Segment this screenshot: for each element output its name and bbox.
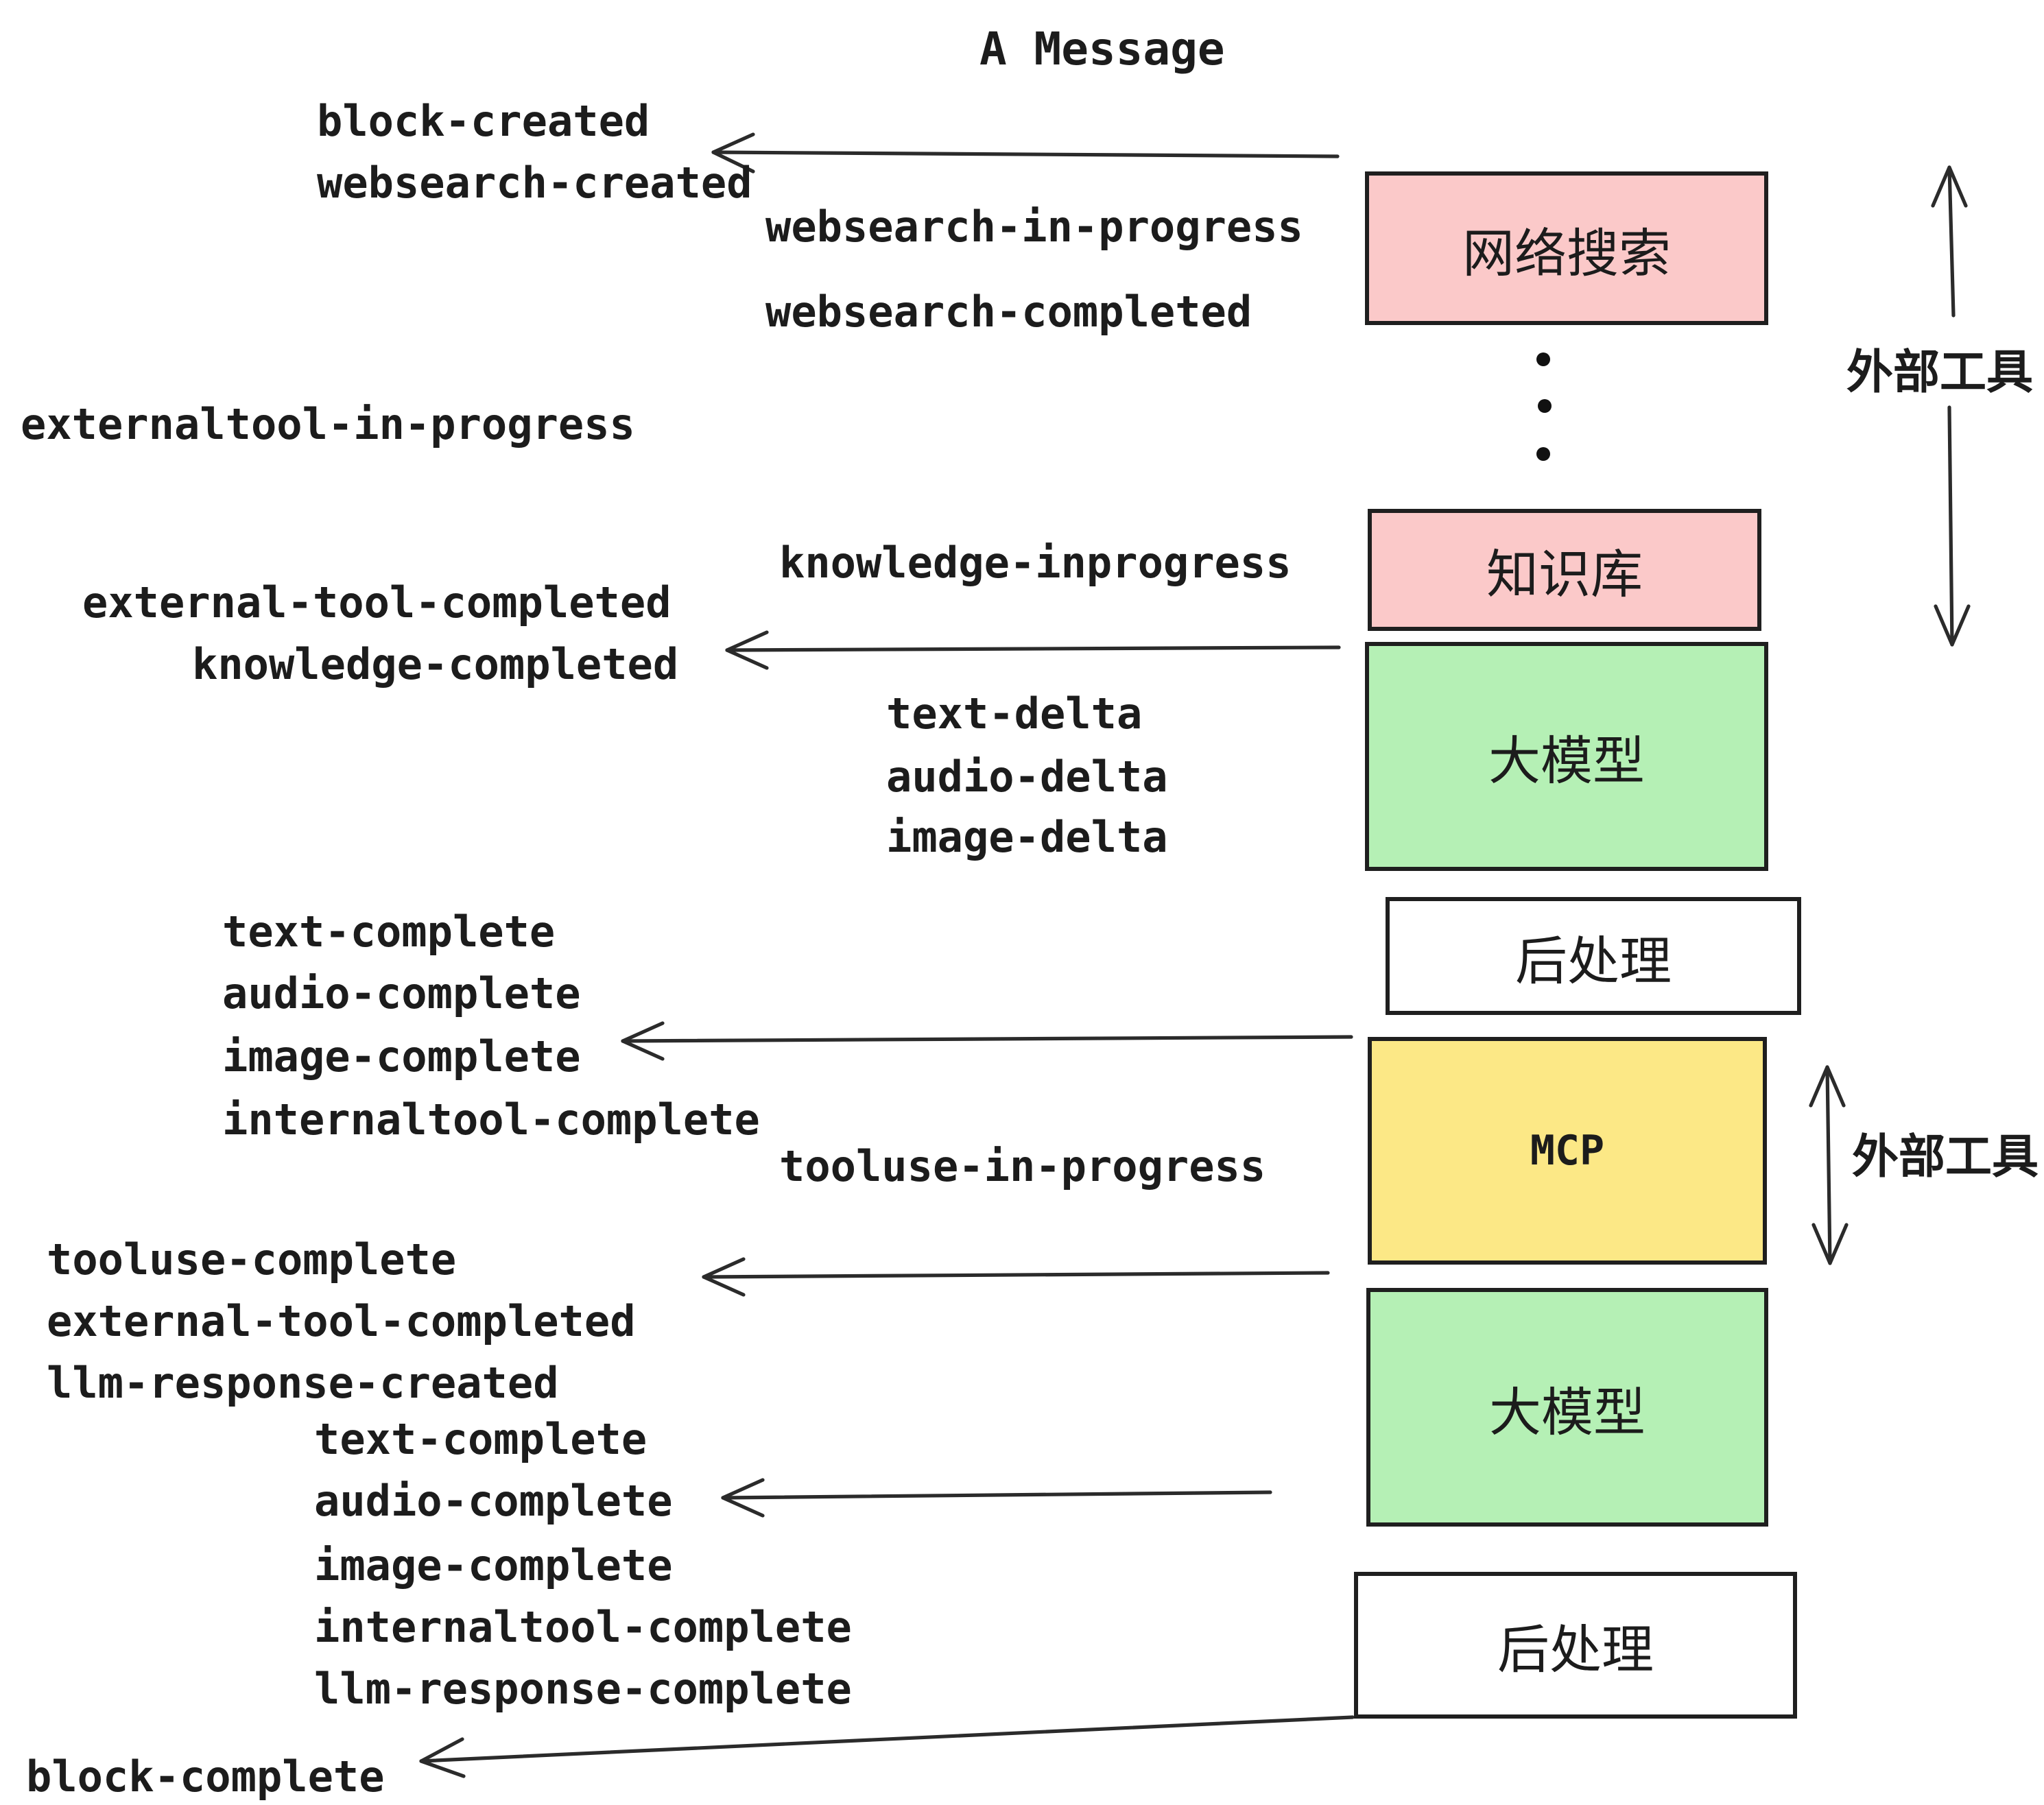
event-knowledge-completed: knowledge-completed xyxy=(192,641,679,690)
box-mcp-label: MCP xyxy=(1530,1127,1605,1175)
event-internaltool-complete-1: internaltool-complete xyxy=(222,1096,760,1145)
arrow-image-complete xyxy=(621,1021,1353,1061)
event-internaltool-complete-2: internaltool-complete xyxy=(314,1603,852,1653)
box-llm-1: 大模型 xyxy=(1365,642,1768,871)
diagram-title: A Message xyxy=(979,22,1225,75)
event-knowledge-inprogress: knowledge-inprogress xyxy=(779,539,1292,588)
box-llm-2-label: 大模型 xyxy=(1488,1382,1645,1442)
event-image-complete-1: image-complete xyxy=(222,1033,581,1082)
arrow-block-complete xyxy=(419,1715,1355,1778)
event-websearch-created: websearch-created xyxy=(317,159,752,208)
ellipsis-dots xyxy=(1536,352,1552,461)
side-label-external-tools-1: 外部工具 xyxy=(1846,346,2033,401)
box-llm-1-label: 大模型 xyxy=(1488,731,1645,791)
box-web-search-label: 网络搜索 xyxy=(1462,223,1671,283)
arrow-knowledge-completed xyxy=(725,630,1341,670)
event-audio-complete-2: audio-complete xyxy=(314,1477,673,1527)
event-externaltool-in-progress: externaltool-in-progress xyxy=(21,401,635,450)
event-external-tool-completed-2: external-tool-completed xyxy=(47,1298,636,1347)
event-text-delta-1: text-delta xyxy=(886,690,1143,739)
box-post-processing-1: 后处理 xyxy=(1386,897,1801,1015)
event-tooluse-complete: tooluse-complete xyxy=(47,1236,457,1285)
box-post-processing-2: 后处理 xyxy=(1354,1572,1797,1719)
box-mcp: MCP xyxy=(1368,1037,1767,1265)
event-tooluse-in-progress: tooluse-in-progress xyxy=(779,1143,1266,1192)
event-text-complete-2: text-complete xyxy=(314,1415,647,1465)
box-web-search: 网络搜索 xyxy=(1365,171,1768,325)
box-knowledge-base: 知识库 xyxy=(1368,509,1761,631)
double-arrow-external-tools-1 xyxy=(1931,165,1971,647)
event-external-tool-completed-1: external-tool-completed xyxy=(82,579,672,628)
arrow-tooluse-complete xyxy=(702,1257,1330,1297)
box-post-processing-1-label: 后处理 xyxy=(1514,931,1672,991)
box-knowledge-base-label: 知识库 xyxy=(1486,545,1643,605)
box-post-processing-2-label: 后处理 xyxy=(1497,1620,1654,1680)
arrow-websearch-created xyxy=(711,132,1340,174)
arrow-audio-complete xyxy=(721,1478,1272,1518)
side-label-external-tools-2: 外部工具 xyxy=(1852,1130,2039,1185)
event-llm-response-complete: llm-response-complete xyxy=(314,1665,852,1714)
event-block-created: block-created xyxy=(317,97,650,147)
event-text-complete-1: text-complete xyxy=(222,908,556,957)
event-llm-response-created: llm-response-created xyxy=(47,1359,559,1409)
event-audio-complete-1: audio-complete xyxy=(222,970,581,1019)
double-arrow-external-tools-2 xyxy=(1809,1065,1849,1265)
box-llm-2: 大模型 xyxy=(1366,1288,1768,1527)
event-websearch-in-progress: websearch-in-progress xyxy=(765,203,1303,252)
event-audio-delta-1: audio-delta xyxy=(886,753,1168,802)
event-image-complete-2: image-complete xyxy=(314,1542,673,1591)
event-block-complete: block-complete xyxy=(26,1753,385,1802)
event-websearch-completed: websearch-completed xyxy=(765,288,1252,337)
event-image-delta-1: image-delta xyxy=(886,813,1168,863)
